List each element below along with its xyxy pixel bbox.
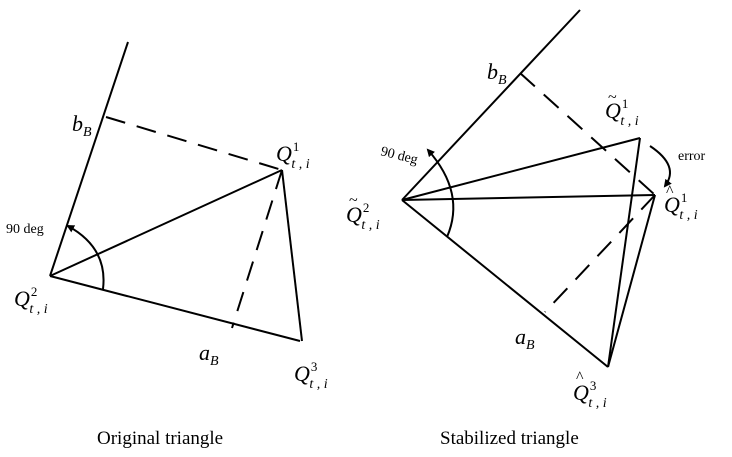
right-angle-label: 90 deg bbox=[379, 144, 419, 168]
left-b-axis bbox=[49, 41, 129, 277]
left-axis-a-label: aB bbox=[199, 340, 219, 369]
right-axis-a-label: aB bbox=[515, 324, 535, 353]
right-projection-a bbox=[544, 194, 656, 313]
right-axis-b-label: bB bbox=[487, 59, 507, 88]
left-projection-b bbox=[105, 116, 283, 171]
left-edge-q2-q1 bbox=[49, 169, 283, 277]
right-angle-arc bbox=[426, 148, 455, 238]
left-edge-q1-q3 bbox=[281, 169, 303, 342]
right-b-axis bbox=[401, 9, 581, 201]
right-edge-q1tilde-q3 bbox=[607, 137, 641, 368]
right-caption: Stabilized triangle bbox=[440, 428, 579, 449]
right-q1-hat-accent: ^ bbox=[666, 183, 674, 200]
left-diagram bbox=[49, 41, 303, 342]
right-diagram bbox=[401, 9, 672, 368]
right-q2-tilde-accent: ~ bbox=[349, 192, 358, 209]
right-edge-q2-q1hat bbox=[401, 194, 656, 201]
right-error-label: error bbox=[678, 149, 706, 164]
left-a-axis bbox=[49, 275, 301, 342]
right-q1-tilde-accent: ~ bbox=[608, 89, 617, 106]
left-caption: Original triangle bbox=[97, 428, 223, 449]
left-angle-arc bbox=[66, 225, 105, 290]
right-edge-q2-q1tilde bbox=[401, 137, 641, 201]
right-a-axis bbox=[401, 199, 609, 368]
right-edge-q1hat-q3 bbox=[607, 194, 656, 368]
right-q3-accent: ^ bbox=[576, 369, 584, 386]
left-angle-label: 90 deg bbox=[6, 222, 44, 237]
left-axis-b-label: bB bbox=[72, 111, 92, 140]
right-error-arrow bbox=[649, 145, 672, 188]
left-projection-a bbox=[231, 169, 283, 329]
